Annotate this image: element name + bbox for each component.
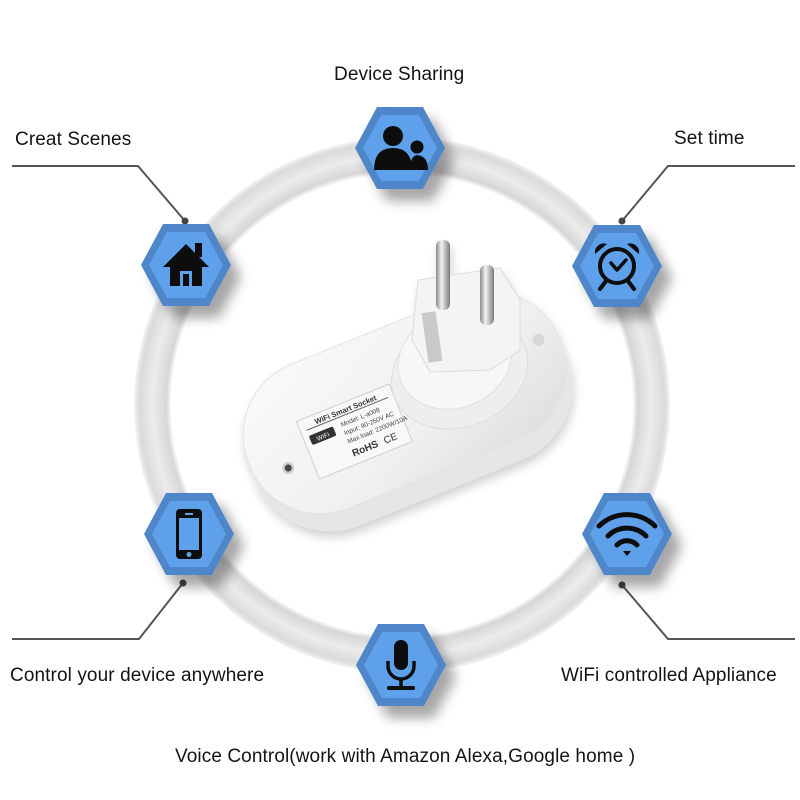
- hex-voice-control: [356, 624, 446, 706]
- svg-text:WiFi: WiFi: [316, 431, 331, 442]
- ground-clip: [421, 311, 443, 363]
- plug-pin: [436, 240, 450, 310]
- feature-label-control-anywhere: Control your device anywhere: [10, 665, 265, 686]
- hex-set-time: [572, 225, 662, 307]
- alarm-clock-icon: [594, 243, 640, 291]
- wifi-badge: [309, 426, 336, 445]
- hex-creat-scenes: [141, 224, 231, 306]
- users-icon: [374, 126, 428, 170]
- leader-dot: [618, 581, 626, 589]
- microphone-icon: [386, 640, 416, 690]
- ce-mark: CE: [382, 431, 399, 447]
- feature-label-device-sharing: Device Sharing: [334, 64, 465, 85]
- leader-lines: [12, 165, 795, 640]
- feature-label-set-time: Set time: [674, 128, 745, 149]
- wifi-icon: [596, 512, 658, 548]
- hex-control-anywhere: [144, 493, 234, 575]
- feature-label-wifi-controlled: WiFi controlled Appliance: [561, 665, 777, 686]
- smartphone-icon: [176, 509, 202, 559]
- plug-pin: [480, 265, 494, 325]
- hex-device-sharing: [355, 107, 445, 189]
- hex-wifi-controlled: [582, 493, 672, 575]
- leader-dot: [179, 579, 187, 587]
- feature-label-creat-scenes: Creat Scenes: [15, 129, 132, 150]
- feature-label-voice-control: Voice Control(work with Amazon Alexa,Goo…: [175, 746, 636, 767]
- smart-socket-device: WiFi Smart Socket Model: L-a008 Input: 9…: [242, 240, 573, 532]
- leader-dot: [618, 217, 626, 225]
- home-icon: [163, 243, 209, 286]
- leader-dot: [181, 217, 189, 225]
